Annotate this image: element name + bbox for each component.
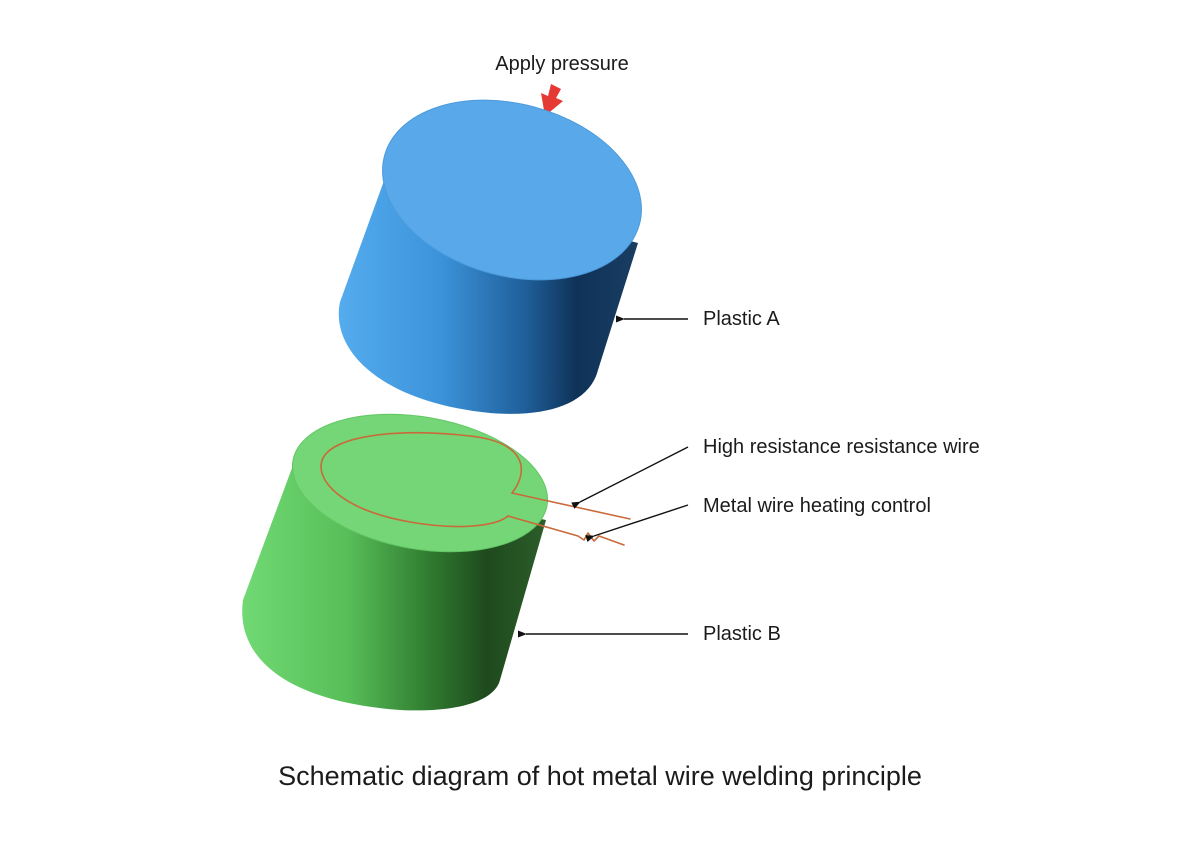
plastic-a-label: Plastic A	[703, 308, 780, 330]
plastic-b-cylinder	[242, 413, 549, 711]
apply-pressure-label: Apply pressure	[495, 53, 628, 75]
resistance-wire	[320, 432, 631, 546]
high-resistance-wire-label: High resistance resistance wire	[703, 436, 980, 458]
plastic-a-cylinder	[338, 99, 642, 414]
plastic-b-label: Plastic B	[703, 623, 781, 645]
pressure-arrow-icon	[541, 84, 563, 116]
high-resistance-wire-arrow	[571, 446, 689, 509]
diagram-caption: Schematic diagram of hot metal wire weld…	[278, 761, 922, 791]
metal-wire-control-label: Metal wire heating control	[703, 495, 931, 517]
metal-wire-control-arrow	[585, 504, 689, 542]
